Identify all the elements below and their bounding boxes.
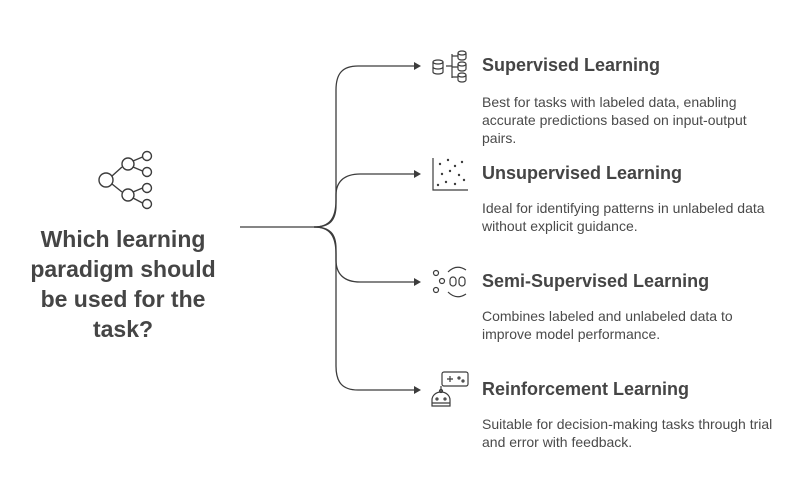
branch-title-supervised: Supervised Learning [482, 55, 661, 75]
branch-desc-supervised: Best for tasks with labeled data, enabli… [482, 94, 747, 146]
arrowheads [414, 62, 421, 394]
arrow-head-2 [414, 170, 421, 178]
arrow-head-3 [414, 278, 421, 286]
branch-desc-reinforcement: Suitable for decision-making tasks throu… [482, 416, 773, 450]
robot-game-icon [431, 371, 469, 407]
branch-desc-unsupervised: Ideal for identifying patterns in unlabe… [482, 200, 765, 234]
scatter-plot-icon [432, 158, 468, 191]
arrow-head-4 [414, 386, 421, 394]
hierarchy-icon [98, 150, 153, 210]
data-flow-icon [432, 266, 467, 298]
branch-title-reinforcement: Reinforcement Learning [482, 379, 690, 399]
branch-title-unsupervised: Unsupervised Learning [482, 163, 683, 183]
branch-desc-semi-supervised: Combines labeled and unlabeled data to i… [482, 308, 733, 342]
branch-title-semi-supervised: Semi-Supervised Learning [482, 271, 710, 291]
arrow-head-1 [414, 62, 421, 70]
connector-lines [240, 65, 416, 391]
database-stack-icon [432, 50, 467, 83]
question-title: Which learning paradigm should be used f… [30, 226, 216, 342]
